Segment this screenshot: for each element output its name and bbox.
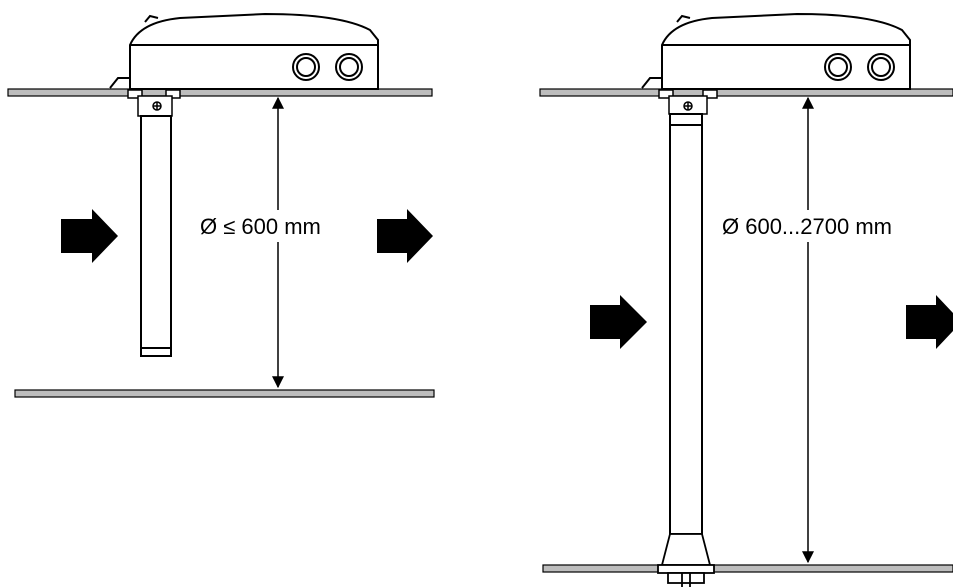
probe-tube [140,115,172,357]
duct-wall-bottom [542,564,953,573]
counter-bearing [657,533,715,587]
cable-gland-icon [824,53,895,81]
transmitter-housing [109,12,379,90]
probe-tube [669,113,703,535]
flow-arrow-icon [61,209,118,263]
diagram-short-probe: Ø ≤ 600 mm [7,12,435,398]
flow-arrow-icon [377,209,433,263]
dimension-label: Ø 600...2700 mm [722,214,892,239]
duct-wall-top [7,88,433,97]
duct-wall-bottom [14,389,435,398]
dimension-label: Ø ≤ 600 mm [200,214,321,239]
flow-arrow-icon [590,295,647,349]
cable-gland-icon [292,53,363,81]
diagram-long-probe: Ø 600...2700 mm [539,12,953,587]
mounting-flange [658,89,718,115]
flow-arrow-icon [906,295,953,349]
duct-wall-top [539,88,953,97]
transmitter-housing [641,12,911,90]
